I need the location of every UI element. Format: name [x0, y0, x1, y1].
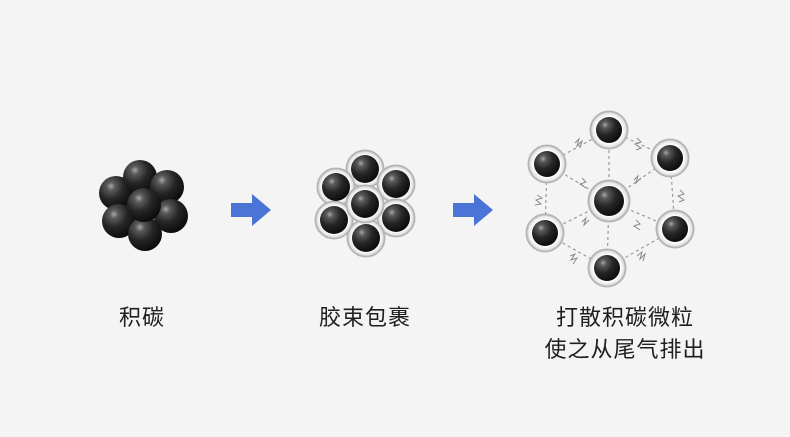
- step-label-dispersal-line-2: 使之从尾气排出: [525, 335, 725, 367]
- step-label-carbon-deposit: 积碳: [82, 303, 202, 335]
- micelle-cluster-icon: [315, 150, 415, 257]
- carbon-cluster-icon: [99, 160, 188, 251]
- step-label-micelle-wrapping: 胶束包裹: [290, 303, 440, 335]
- step-label-dispersal-line-1: 打散积碳微粒: [525, 303, 725, 335]
- dispersed-particles-icon: [526, 111, 694, 287]
- right-arrow-icon: [453, 194, 493, 226]
- step-label-dispersal: 打散积碳微粒 使之从尾气排出: [525, 303, 725, 367]
- right-arrow-icon: [231, 194, 271, 226]
